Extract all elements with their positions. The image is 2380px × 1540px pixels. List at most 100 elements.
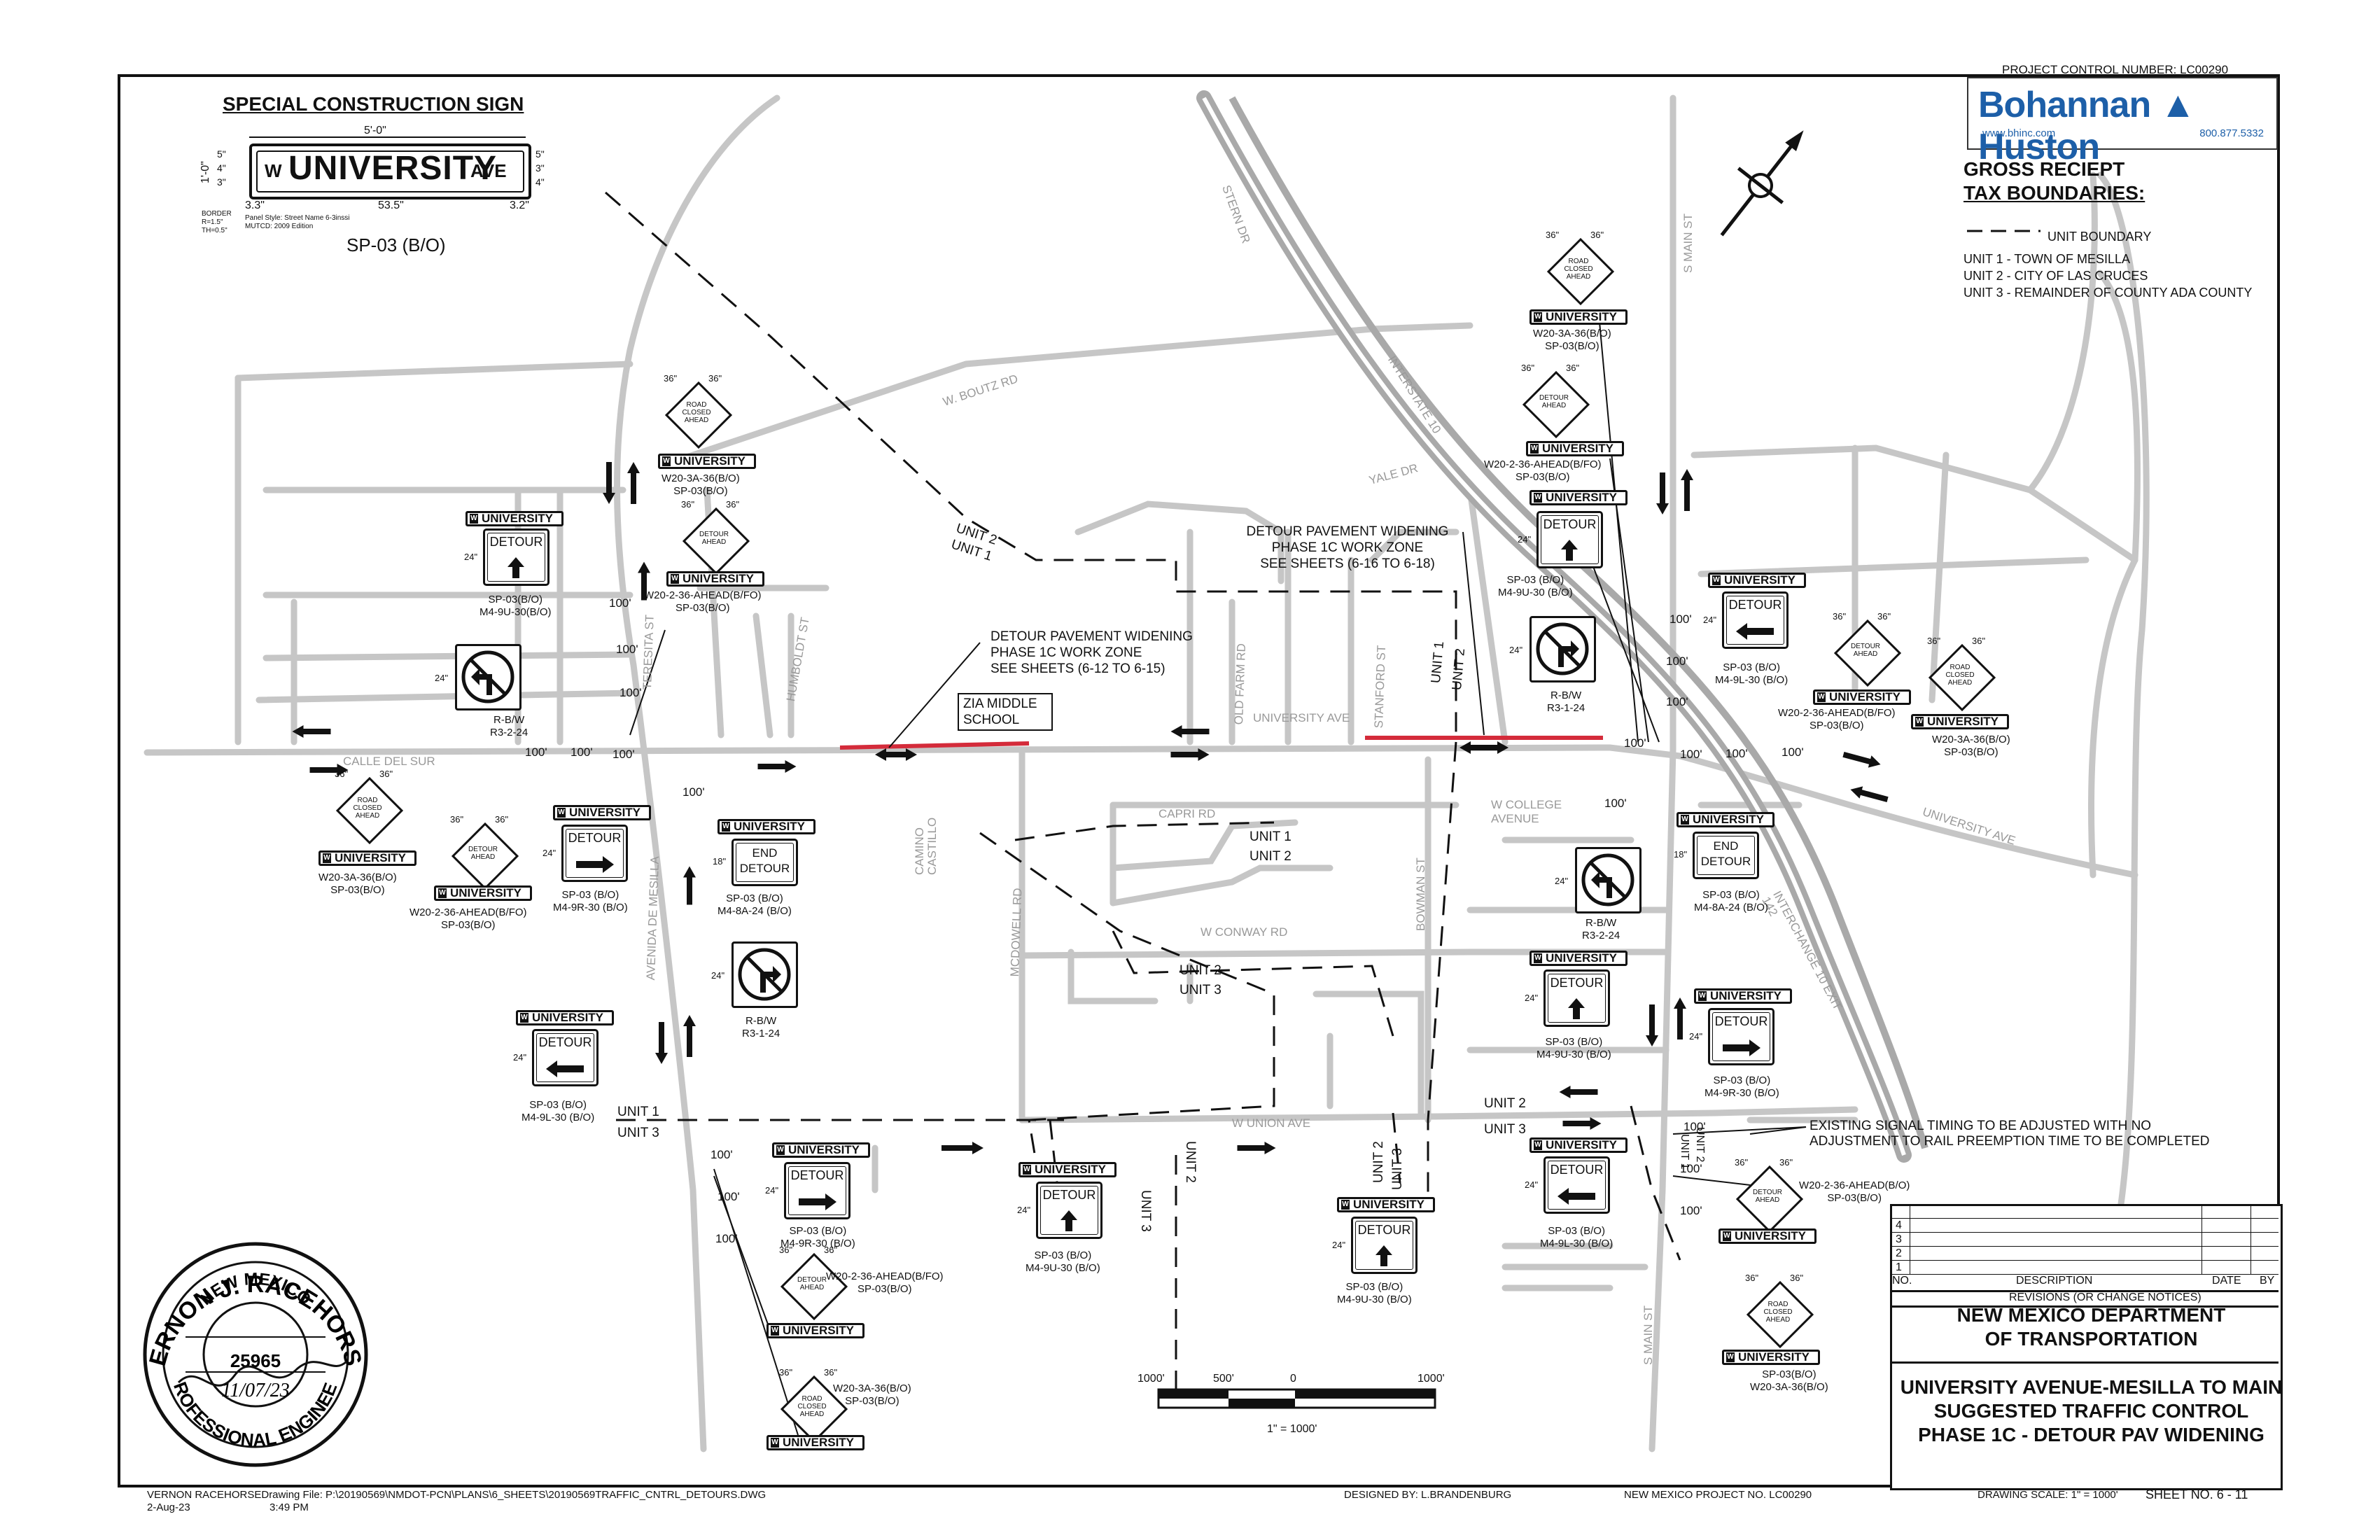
caption-line: SP-03 (B/O)	[1545, 1036, 1603, 1048]
unit-label: UNIT 3	[1138, 1190, 1153, 1232]
distance-label: 100'	[620, 686, 642, 699]
traffic-arrow	[683, 1015, 696, 1057]
sign-right-dim: 5"	[536, 148, 545, 160]
plaque-w: W	[1681, 815, 1689, 825]
end-detour-inner	[736, 843, 794, 882]
road-network	[144, 94, 2150, 1452]
detour-inner	[487, 533, 545, 582]
sign-note: BORDER	[202, 210, 232, 218]
work-zones	[839, 736, 1603, 750]
diamond-line: AHEAD	[355, 812, 380, 820]
caption-line: SP-03(B/O)	[330, 884, 385, 896]
sign-caption: W20-2-36-AHEAD(B/O)SP-03(B/O)	[1799, 1180, 1910, 1205]
plaque-text: UNIVERSITY	[1710, 989, 1782, 1002]
special-sign-inner	[256, 150, 524, 192]
distance-label: 100'	[1666, 654, 1688, 668]
diamond-line: ROAD	[1568, 258, 1589, 265]
plaque-w: W	[1530, 444, 1539, 454]
caption-line: M4-9L-30 (B/O)	[1715, 674, 1788, 686]
street-label: S MAIN ST	[1681, 213, 1695, 273]
revision-header-by: BY	[2260, 1275, 2275, 1287]
special-sign-main: UNIVERSITY	[288, 150, 498, 187]
dim-24: 24"	[464, 552, 478, 562]
distance-label: 100'	[1670, 612, 1692, 626]
detour-inner	[1355, 1221, 1413, 1270]
dim-36: 36"	[1833, 611, 1847, 622]
diamond-line: ROAD	[1768, 1301, 1788, 1308]
footer-designed: DESIGNED BY: L.BRANDENBURG	[1344, 1489, 1512, 1501]
caption-line: SP-03 (B/O)	[1702, 889, 1760, 901]
dim-24: 24"	[1689, 1031, 1703, 1042]
sign-notes: BORDER R=1.5" TH=0.5"	[202, 210, 232, 235]
sign-caption: W20-2-36-AHEAD(B/FO)SP-03(B/O)	[1778, 707, 1896, 732]
legend-title: GROSS RECIEPT TAX BOUNDARIES:	[1963, 158, 2145, 205]
detour-arrow-icon	[1376, 1245, 1392, 1266]
no-left-turn-icon	[1581, 853, 1634, 906]
department-name: NEW MEXICO DEPARTMENT OF TRANSPORTATION	[1890, 1303, 2292, 1351]
caption-line: SP-03(B/O)	[673, 485, 728, 497]
caption-line: SP-03 (B/O)	[789, 1225, 847, 1237]
note-line: DETOUR PAVEMENT WIDENING	[1246, 524, 1449, 539]
diamond-line: DETOUR	[1850, 643, 1881, 650]
sign-right-dim: 3"	[536, 162, 545, 174]
caption-line: W20-3A-36(B/O)	[1750, 1381, 1828, 1393]
diamond-line: CLOSED	[1564, 265, 1593, 273]
sheet-border	[118, 74, 2280, 1488]
plaque-text: UNIVERSITY	[1735, 1229, 1807, 1242]
legend-title-line2: TAX BOUNDARIES:	[1963, 182, 2146, 204]
unit-label: UNIT 3	[1180, 983, 1222, 997]
sign-caption: SP-03 (B/O)M4-9U-30 (B/O)	[1536, 1036, 1611, 1061]
plaque-text: UNIVERSITY	[1546, 491, 1618, 504]
distance-label: 100'	[1666, 695, 1688, 708]
distance-label: 100'	[525, 746, 547, 759]
plaque-w: W	[1023, 1165, 1031, 1175]
plaque-text: UNIVERSITY	[1546, 310, 1618, 323]
distance-label: 100'	[1624, 736, 1646, 750]
sign-caption: W20-3A-36(B/O)SP-03(B/O)	[1533, 328, 1611, 353]
traffic-arrow	[1656, 472, 1669, 514]
unit-label: UNIT 2	[1180, 963, 1222, 978]
detour-arrow-icon	[1568, 998, 1585, 1019]
diamond-line: AHEAD	[799, 1284, 825, 1292]
caption-line: M4-9L-30 (B/O)	[522, 1112, 595, 1124]
no-right-turn-icon	[738, 948, 791, 1001]
footer-time: 3:49 PM	[270, 1502, 309, 1513]
sign-dim-left: 3.3"	[245, 200, 265, 211]
sign-panel-notes: Panel Style: Street Name 6-3inssi MUTCD:…	[245, 214, 350, 231]
dim-36: 36"	[1546, 230, 1560, 240]
plaque-text: UNIVERSITY	[532, 1011, 604, 1024]
caption-line: SP-03(B/O)	[441, 919, 496, 931]
street-label: W UNION AVE	[1232, 1116, 1311, 1130]
legend-unit-list: UNIT 1 - TOWN OF MESILLA UNIT 2 - CITY O…	[1963, 251, 2252, 301]
caption-line: M4-9U-30 (B/O)	[1536, 1049, 1611, 1060]
caption-line: SP-03 (B/O)	[1345, 1281, 1404, 1293]
traffic-arrow	[627, 462, 640, 504]
plaque-w: W	[776, 1145, 785, 1155]
revision-rows: 4 3 2 1	[1890, 1204, 2278, 1275]
detour-arrow-icon	[1736, 623, 1774, 640]
caption-line: SP-03(B/O)	[1516, 471, 1570, 483]
diamond-line: AHEAD	[470, 853, 496, 861]
note-line: SEE SHEETS (6-12 TO 6-15)	[990, 662, 1166, 676]
street-label: BOWMAN ST	[1414, 858, 1427, 931]
diamond-line: ROAD	[802, 1395, 822, 1403]
plaque-text: UNIVERSITY	[1035, 1163, 1107, 1176]
diamond-line: DETOUR	[699, 531, 729, 538]
dim-36: 36"	[779, 1245, 793, 1255]
dim-36: 36"	[1566, 363, 1580, 373]
stamp-signature	[177, 1360, 348, 1387]
caption-line: SP-03(B/O)	[488, 594, 543, 606]
street-label: TERESITA ST	[640, 614, 657, 690]
